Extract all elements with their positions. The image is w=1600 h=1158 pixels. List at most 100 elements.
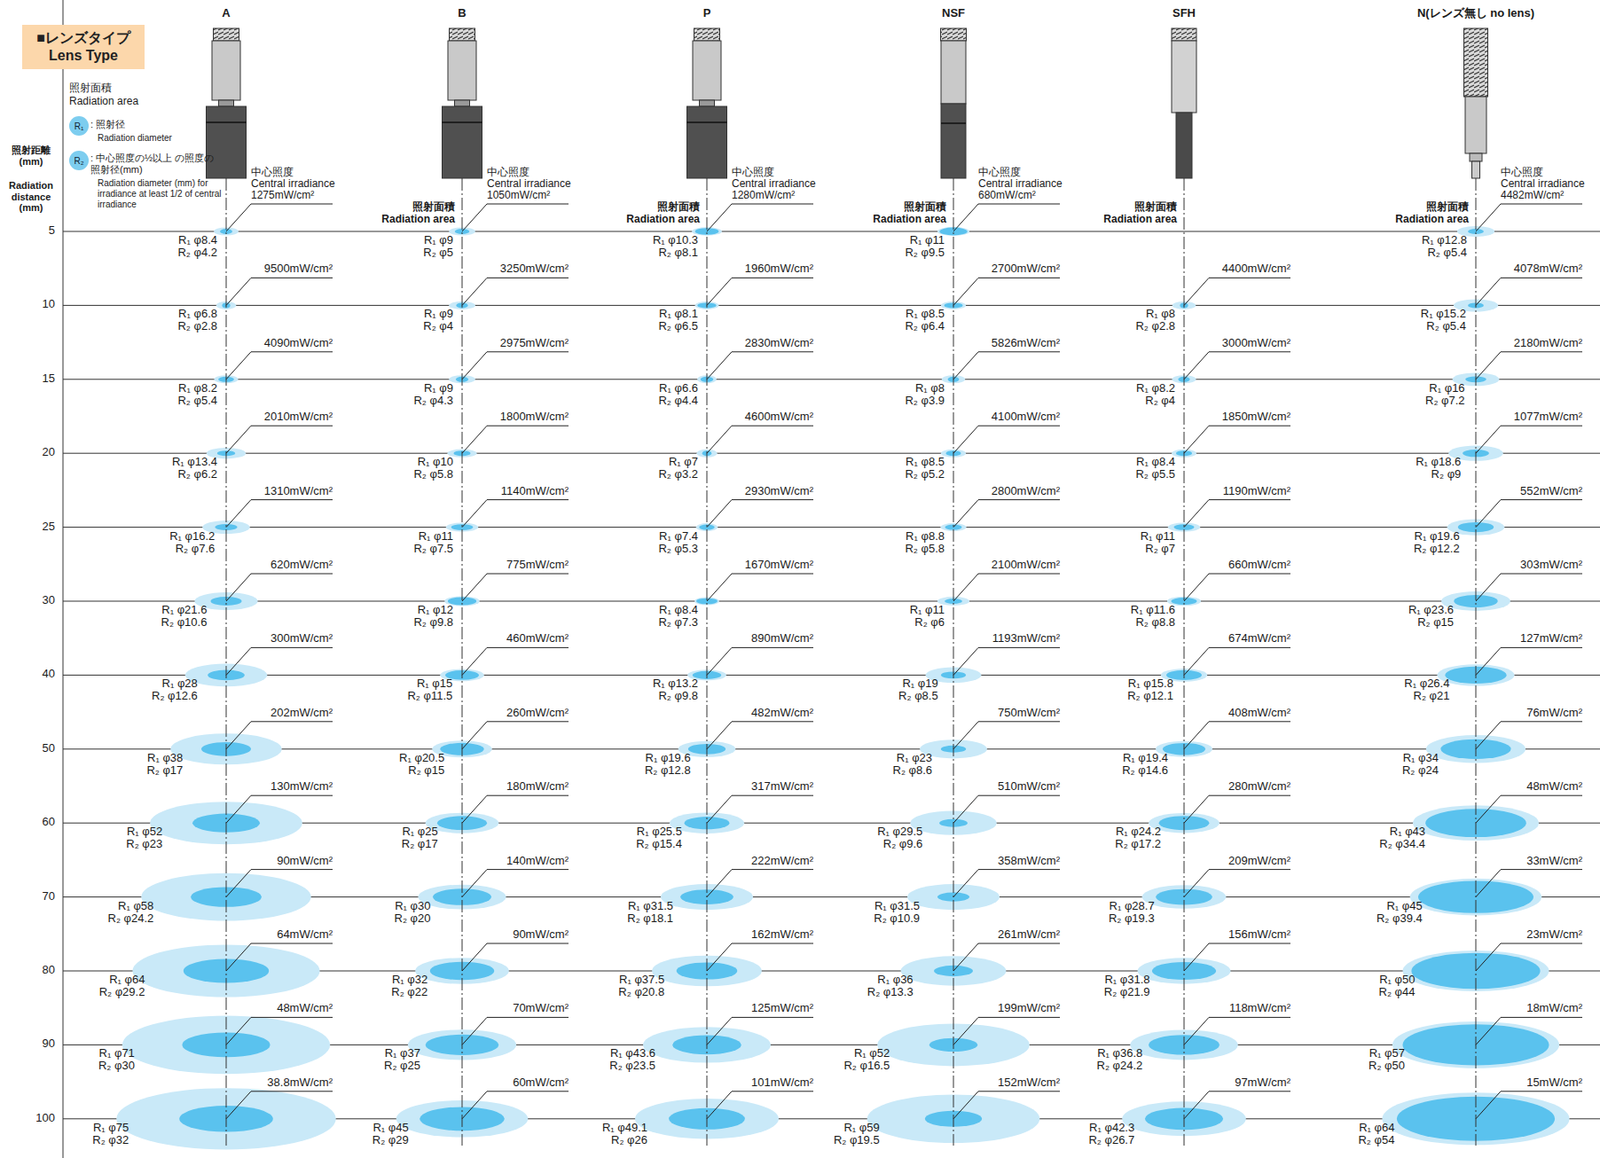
radiation-diameter: R₂ φ24.2 <box>108 912 155 926</box>
probe-part <box>219 100 235 107</box>
irradiance-value: 1800mW/cm² <box>500 410 569 424</box>
irradiance-value: 510mW/cm² <box>997 780 1060 794</box>
radiation-diameter: R₁ φ7.4 <box>658 530 699 544</box>
radiation-diameter: R₂ φ20 <box>394 912 432 926</box>
leader-line <box>953 647 1060 675</box>
probe-part <box>694 28 721 41</box>
irradiance-value: 48mW/cm² <box>1526 780 1583 794</box>
irradiance-value: 125mW/cm² <box>751 1002 814 1016</box>
radiation-diameter: R₂ φ29.2 <box>99 986 146 1000</box>
leader-line <box>226 352 333 380</box>
leader-line <box>226 795 333 824</box>
radiation-diameter: R₁ φ31.8 <box>1104 973 1150 988</box>
radiation-diameter: R₂ φ30 <box>98 1059 135 1074</box>
leader-line <box>706 425 814 454</box>
leader-line <box>706 795 814 824</box>
irradiance-value: 460mW/cm² <box>506 632 569 646</box>
irradiance-value: 130mW/cm² <box>270 780 333 794</box>
radiation-diameter: R₁ φ37 <box>384 1047 421 1061</box>
irradiance-value: 5826mW/cm² <box>991 337 1060 351</box>
leader-line <box>706 721 814 750</box>
distance-number: 100 <box>35 1112 55 1126</box>
irradiance-value: 300mW/cm² <box>270 632 333 646</box>
lens-type-header: P <box>582 7 832 21</box>
radiation-diameter: R₁ φ24.2 <box>1115 825 1161 840</box>
radiation-diameter: R₁ φ13.2 <box>652 677 699 691</box>
radiation-diameter: R₂ φ4.4 <box>658 394 699 408</box>
radiation-diameter: R₂ φ5.4 <box>1426 320 1467 334</box>
leader-line <box>706 277 814 306</box>
area-label: Radiation area <box>626 213 700 227</box>
radiation-diameter: R₂ φ16.5 <box>843 1059 890 1074</box>
leader-line <box>226 573 333 602</box>
radiation-diameter: R₁ φ18.6 <box>1415 455 1461 470</box>
radiation-diameter: R₂ φ4.2 <box>177 246 218 260</box>
irradiance-value: 660mW/cm² <box>1228 558 1291 573</box>
irradiance-value: 1850mW/cm² <box>1222 410 1291 424</box>
irradiance-value: 775mW/cm² <box>506 558 569 573</box>
probe-part <box>449 28 476 41</box>
center-line <box>1184 178 1185 1146</box>
irradiance-value: 1280mW/cm² <box>731 189 795 203</box>
leader-line <box>1475 425 1583 454</box>
radiation-diameter: R₁ φ6.6 <box>658 382 699 396</box>
central-irradiance-label: 中心照度 <box>250 166 294 180</box>
irradiance-value: 4400mW/cm² <box>1222 262 1291 276</box>
irradiance-value: 2100mW/cm² <box>991 558 1060 573</box>
radiation-diameter: R₂ φ5.8 <box>413 468 454 482</box>
leader-line <box>706 203 814 232</box>
radiation-diameter: R₁ φ11.6 <box>1130 603 1176 618</box>
distance-number: 60 <box>42 815 55 830</box>
radiation-diameter: R₁ φ11 <box>909 234 945 248</box>
legend-text: : 照射径 <box>90 118 126 131</box>
leader-line <box>706 352 814 380</box>
area-label: Radiation area <box>1103 213 1177 227</box>
radiation-diameter: R₂ φ13.3 <box>867 986 914 1000</box>
radiation-diameter: R₁ φ15.8 <box>1128 677 1174 691</box>
leader-line <box>1184 573 1291 602</box>
radiation-diameter: R₁ φ38 <box>147 752 183 766</box>
leader-line <box>1475 500 1583 528</box>
radiation-diameter: R₂ φ24.2 <box>1097 1059 1144 1074</box>
irradiance-value: 1077mW/cm² <box>1513 410 1583 424</box>
irradiance-value: 1670mW/cm² <box>745 558 814 573</box>
radiation-diameter: R₂ φ9.6 <box>883 838 924 852</box>
radiation-diameter: R₂ φ32 <box>92 1134 129 1148</box>
radiation-diameter: R₁ φ52 <box>126 825 163 840</box>
distance-number: 15 <box>42 372 55 386</box>
legend-text: Radiation area <box>69 95 139 109</box>
distance-line <box>62 231 1600 233</box>
badge-text: R₁ <box>74 121 85 132</box>
lens-type-header: NSF <box>829 7 1078 21</box>
radiation-diameter: R₂ φ7.6 <box>175 542 216 557</box>
irradiance-value: 18mW/cm² <box>1526 1002 1583 1016</box>
radiation-diameter: R₁ φ8.4 <box>178 234 218 248</box>
radiation-diameter: R₂ φ15 <box>407 764 445 778</box>
radiation-diameter: R₁ φ8.2 <box>1136 382 1176 396</box>
leader-line <box>1184 1017 1291 1045</box>
probe-part <box>1171 28 1197 41</box>
leader-line <box>953 573 1060 602</box>
irradiance-value: 33mW/cm² <box>1526 854 1583 869</box>
radiation-diameter: R₂ φ8.6 <box>893 764 934 778</box>
radiation-diameter: R₂ φ5.5 <box>1135 468 1176 482</box>
radiation-diameter: R₂ φ18.1 <box>627 912 674 926</box>
leader-line <box>953 795 1060 824</box>
radiation-diameter: R₂ φ8.1 <box>658 246 699 260</box>
radiation-diameter: R₂ φ4.3 <box>413 394 454 408</box>
leader-line <box>1184 647 1291 675</box>
radiation-diameter: R₁ φ10.3 <box>652 234 699 248</box>
axis-title: 照射距離 (mm) <box>2 144 60 167</box>
legend-text: Radiation diameter <box>97 133 173 144</box>
radiation-diameter: R₂ φ22 <box>391 986 428 1000</box>
center-line <box>462 178 463 1146</box>
leader-line <box>226 647 333 675</box>
radiation-diameter: R₁ φ6.8 <box>178 307 218 322</box>
radiation-diameter: R₁ φ52 <box>854 1047 890 1061</box>
radiation-diameter: R₁ φ16.2 <box>169 530 215 544</box>
radiation-diameter: R₂ φ4 <box>1145 394 1176 408</box>
radiation-diameter: R₁ φ26.4 <box>1403 677 1450 691</box>
radiation-diameter: R₁ φ31.5 <box>627 900 674 914</box>
radiation-diameter: R₂ φ3.2 <box>658 468 699 482</box>
irradiance-value: 2180mW/cm² <box>1513 337 1583 351</box>
